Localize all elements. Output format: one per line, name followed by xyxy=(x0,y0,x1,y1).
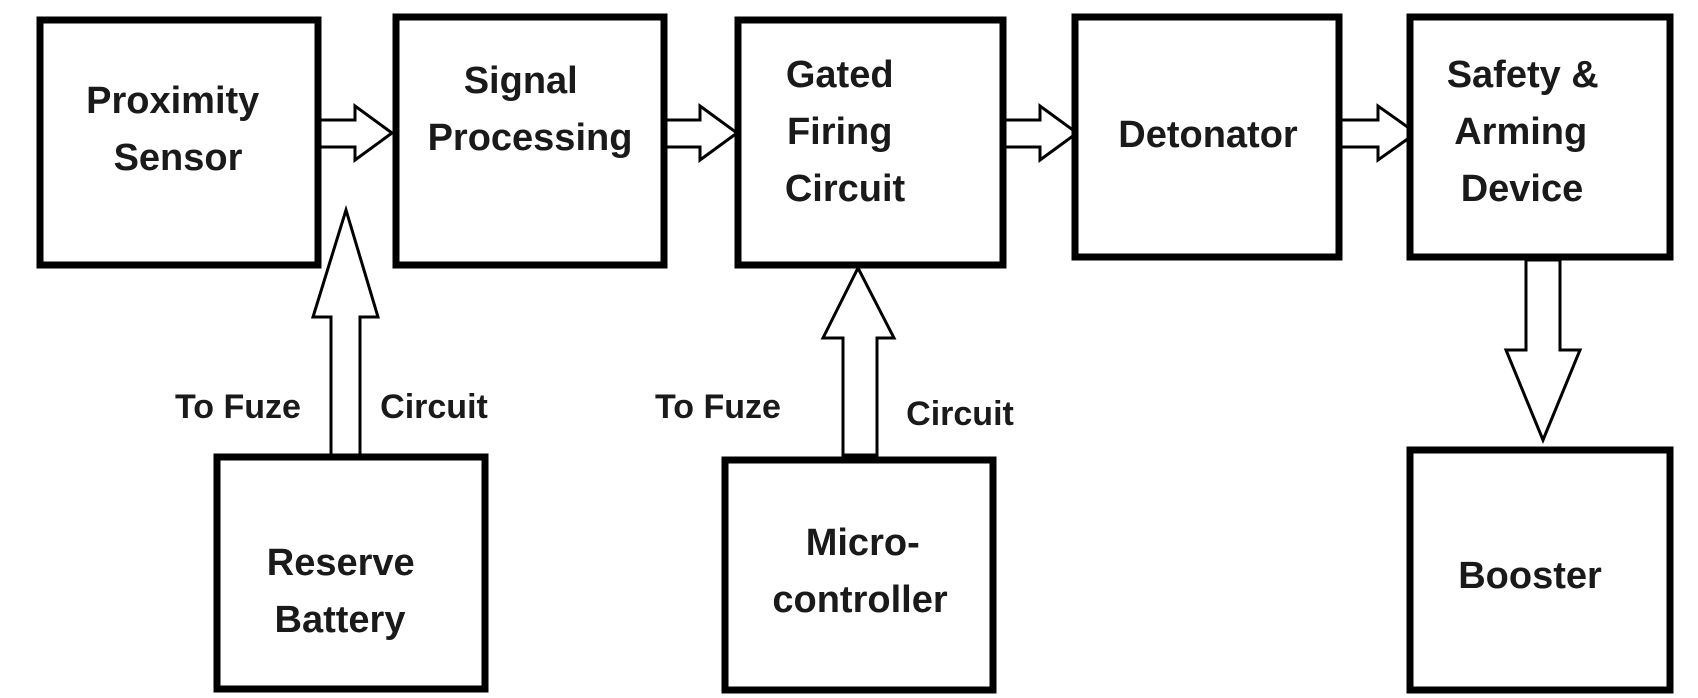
arrow-firing-to-detonator xyxy=(1001,103,1080,163)
arrow-safety-to-booster xyxy=(1503,258,1583,444)
proximity-sensor-block xyxy=(36,16,322,269)
safety-arming-device-block xyxy=(1406,13,1674,261)
detonator-block xyxy=(1071,13,1343,261)
battery-circuit-label: Circuit xyxy=(380,388,488,426)
reserve-battery-label: Reserve Battery xyxy=(267,542,425,641)
arrow-sensor-to-signal xyxy=(316,103,395,163)
gated-firing-circuit-label: Gated Firing Circuit xyxy=(785,54,906,210)
signal-processing-block xyxy=(392,13,668,269)
safety-arming-device-label: Safety & Arming Device xyxy=(1447,54,1610,210)
signal-processing-label: Signal Processing xyxy=(428,60,633,159)
proximity-sensor-label: Proximity Sensor xyxy=(86,80,270,179)
detonator-label: Detonator xyxy=(1118,114,1298,156)
arrow-detonator-to-safety xyxy=(1337,103,1419,163)
microcontroller-block xyxy=(721,456,997,694)
micro-to-fuze-label: To Fuze xyxy=(655,388,781,426)
booster-block xyxy=(1406,446,1674,694)
booster-label: Booster xyxy=(1458,555,1602,597)
reserve-battery-block xyxy=(213,453,489,693)
micro-circuit-label: Circuit xyxy=(906,395,1014,433)
gated-firing-circuit-block xyxy=(734,16,1007,269)
microcontroller-label: Micro- controller xyxy=(772,522,947,621)
arrow-battery-to-fuze xyxy=(310,204,381,457)
battery-to-fuze-label: To Fuze xyxy=(175,388,301,426)
arrow-micro-to-firing xyxy=(820,264,897,457)
arrow-signal-to-firing xyxy=(662,103,740,163)
